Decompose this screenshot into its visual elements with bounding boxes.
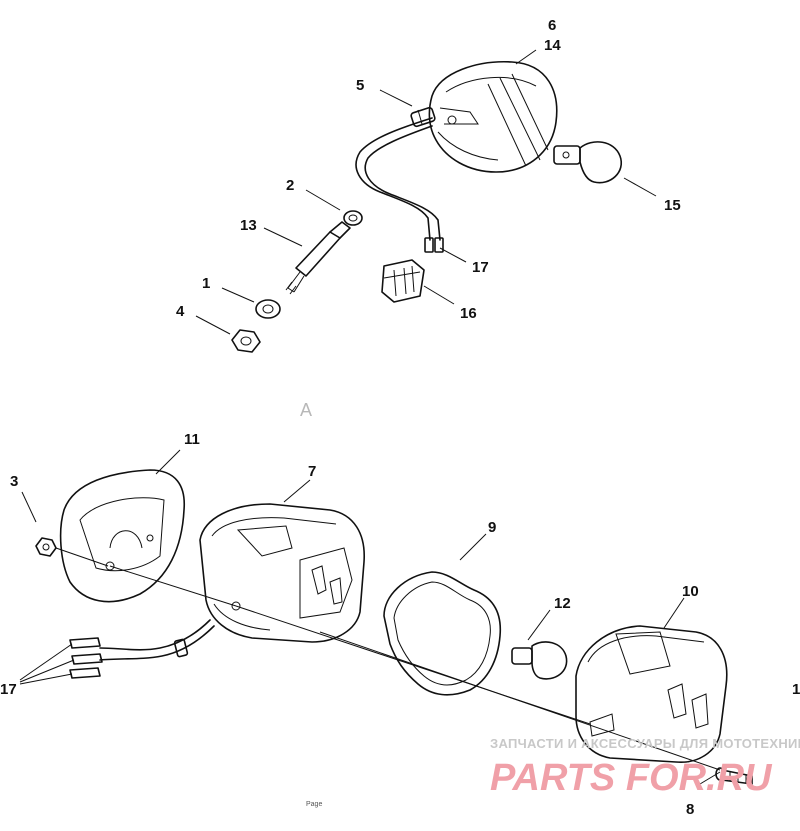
callout-9: 9 [488,519,496,536]
assembly-lines [55,547,721,771]
callout-10: 10 [682,583,699,600]
callout-numbers: 6 14 5 15 2 13 17 1 16 4 11 3 7 9 12 10 … [0,17,800,818]
callout-12: 12 [554,595,571,612]
view-label: A [300,400,312,420]
callout-3: 3 [10,473,18,490]
callout-6: 6 [548,17,556,34]
leader-lines [19,49,721,785]
callout-13: 13 [240,217,257,234]
callout-7: 7 [308,463,316,480]
callout-1-edge: 1 [792,681,800,698]
callout-8: 8 [686,801,694,818]
callout-17-top: 17 [472,259,489,276]
callout-5: 5 [356,77,364,94]
lens-10 [575,625,728,763]
washer-1 [255,299,281,319]
nut-4 [231,329,261,353]
turn-signal-housing [428,61,558,173]
callout-1: 1 [202,275,210,292]
bulb-12 [511,641,568,680]
callout-2: 2 [286,177,294,194]
grommet [410,106,436,128]
stud-13 [285,221,351,295]
housing-wires [355,117,444,253]
washer-2 [343,210,363,226]
callout-17-bottom: 17 [0,681,17,698]
callout-11: 11 [184,431,200,448]
watermark-tagline: ЗАПЧАСТИ И АКСЕССУАРЫ ДЛЯ МОТОТЕХНИКИ [490,736,800,751]
connector-16 [381,259,425,303]
callout-15: 15 [664,197,681,214]
bracket-11 [59,469,186,603]
bulb-15 [553,141,623,184]
callout-4: 4 [176,303,185,320]
watermark-logo: PARTS FOR.RU [490,757,773,799]
lamp-housing-7 [199,503,365,643]
nut-3 [35,537,57,557]
gasket-9 [383,571,502,696]
callout-16: 16 [460,305,477,322]
lamp-wires [69,619,215,679]
screw-8 [715,767,753,785]
callout-14: 14 [544,37,561,54]
watermark: ЗАПЧАСТИ И АКСЕССУАРЫ ДЛЯ МОТОТЕХНИКИ PA… [490,736,800,799]
footer-text: Page [306,801,322,808]
